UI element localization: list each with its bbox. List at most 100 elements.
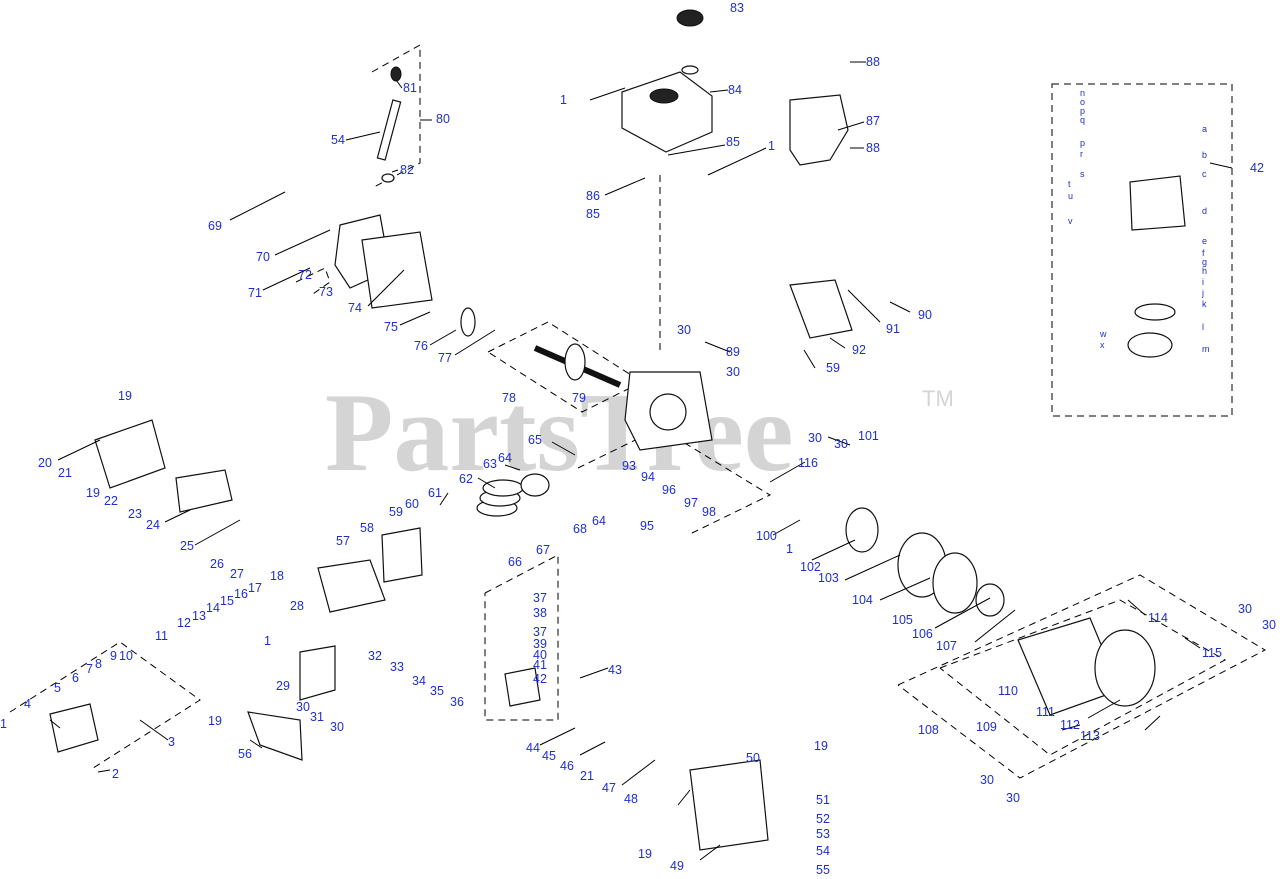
callout-label: 116 (798, 456, 818, 470)
callout-label: 1 (786, 542, 793, 556)
watermark-trademark: TM (922, 386, 954, 411)
callout-label: 93 (622, 459, 636, 473)
callout-label: 36 (450, 695, 464, 709)
callout-label: 92 (852, 343, 866, 357)
callout-label: 9 (110, 649, 117, 663)
callout-label: 63 (483, 457, 497, 471)
callout-label: 19 (638, 847, 652, 861)
callout-label: 35 (430, 684, 444, 698)
sub-label: k (1202, 299, 1207, 309)
callout-label: 5 (54, 681, 61, 695)
callout-label: 1 (768, 139, 775, 153)
sub-label: v (1068, 216, 1073, 226)
callout-label: 105 (892, 613, 913, 627)
callout-label: 30 (296, 700, 310, 714)
part-shapes (49, 9, 1186, 851)
callout-label: 59 (389, 505, 403, 519)
callout-label: 6 (72, 671, 79, 685)
callout-label: 112 (1060, 718, 1080, 732)
callout-label: 98 (702, 505, 716, 519)
callout-label: 84 (728, 83, 742, 97)
callout-label: 37 (533, 625, 547, 639)
callout-label: 73 (319, 285, 333, 299)
callout-label: 30 (677, 323, 691, 337)
callout-label: 106 (912, 627, 933, 641)
callout-label: 86 (586, 189, 600, 203)
callout-label: 23 (128, 507, 142, 521)
sub-label: b (1202, 150, 1207, 160)
sub-label: m (1202, 344, 1210, 354)
callout-label: 56 (238, 747, 252, 761)
callout-label: 24 (146, 518, 160, 532)
callout-label: 81 (403, 81, 417, 95)
callout-label: 43 (608, 663, 622, 677)
callout-label: 12 (177, 616, 191, 630)
callout-label: 57 (336, 534, 350, 548)
callout-label: 19 (86, 486, 100, 500)
callout-label: 102 (800, 560, 821, 574)
callout-label: 61 (428, 486, 442, 500)
callout-label: 22 (104, 494, 118, 508)
callout-label: 58 (360, 521, 374, 535)
callout-label: 44 (526, 741, 540, 755)
callout-label: 10 (119, 649, 133, 663)
callout-label: 70 (256, 250, 270, 264)
callout-label: 75 (384, 320, 398, 334)
callout-label: 82 (400, 163, 414, 177)
callout-label: 77 (438, 351, 452, 365)
callout-label: 68 (573, 522, 587, 536)
callout-label: 101 (858, 429, 879, 443)
callout-label: 110 (998, 684, 1018, 698)
callout-label: 88 (866, 55, 880, 69)
callout-label: 28 (290, 599, 304, 613)
callout-label: 45 (542, 749, 556, 763)
callout-label: 26 (210, 557, 224, 571)
callout-label: 109 (976, 720, 997, 734)
callout-label: 40 (533, 648, 547, 662)
callout-label: 100 (756, 529, 777, 543)
callout-label: 2 (112, 767, 119, 781)
carburetor-inset-box (1051, 83, 1233, 417)
callout-label: 20 (38, 456, 52, 470)
callout-label: 30 (834, 437, 848, 451)
callout-label: 89 (726, 345, 740, 359)
callout-label: 113 (1080, 729, 1100, 743)
carburetor-sub-labels: n o p q a p r b s t u c v d e f g h i j … (1068, 88, 1210, 354)
callout-label: 72 (298, 268, 312, 282)
callout-label: 1 (560, 93, 567, 107)
callout-label: 94 (641, 470, 655, 484)
callout-label: 25 (180, 539, 194, 553)
group-outlines (9, 44, 1267, 779)
callout-label: 42 (533, 672, 547, 686)
callout-label: 49 (670, 859, 684, 873)
callout-label: 8 (95, 657, 102, 671)
inset-box-label: 42 (1250, 161, 1264, 175)
callout-label: 27 (230, 567, 244, 581)
callout-label: 38 (533, 606, 547, 620)
sub-label: f (1202, 248, 1205, 258)
callout-label: 30 (1238, 602, 1252, 616)
callout-label: 67 (536, 543, 550, 557)
callout-label: 53 (816, 827, 830, 841)
callout-label: 54 (331, 133, 345, 147)
sub-label: c (1202, 169, 1207, 179)
callout-label: 88 (866, 141, 880, 155)
callout-label: 39 (533, 637, 547, 651)
sub-label: l (1202, 322, 1204, 332)
callout-label: 37 (533, 591, 547, 605)
callout-label: 85 (726, 135, 740, 149)
callout-label: 32 (368, 649, 382, 663)
callout-label: 30 (1262, 618, 1276, 632)
callout-label: 71 (248, 286, 262, 300)
callout-label: 31 (310, 710, 324, 724)
callout-label: 76 (414, 339, 428, 353)
callout-label: 18 (270, 569, 284, 583)
callout-label: 83 (730, 1, 744, 15)
callout-label: 30 (330, 720, 344, 734)
callout-label: 16 (234, 587, 248, 601)
callout-label: 15 (220, 594, 234, 608)
callout-label: 62 (459, 472, 473, 486)
sub-label: p (1080, 106, 1085, 116)
sub-label: h (1202, 266, 1207, 276)
